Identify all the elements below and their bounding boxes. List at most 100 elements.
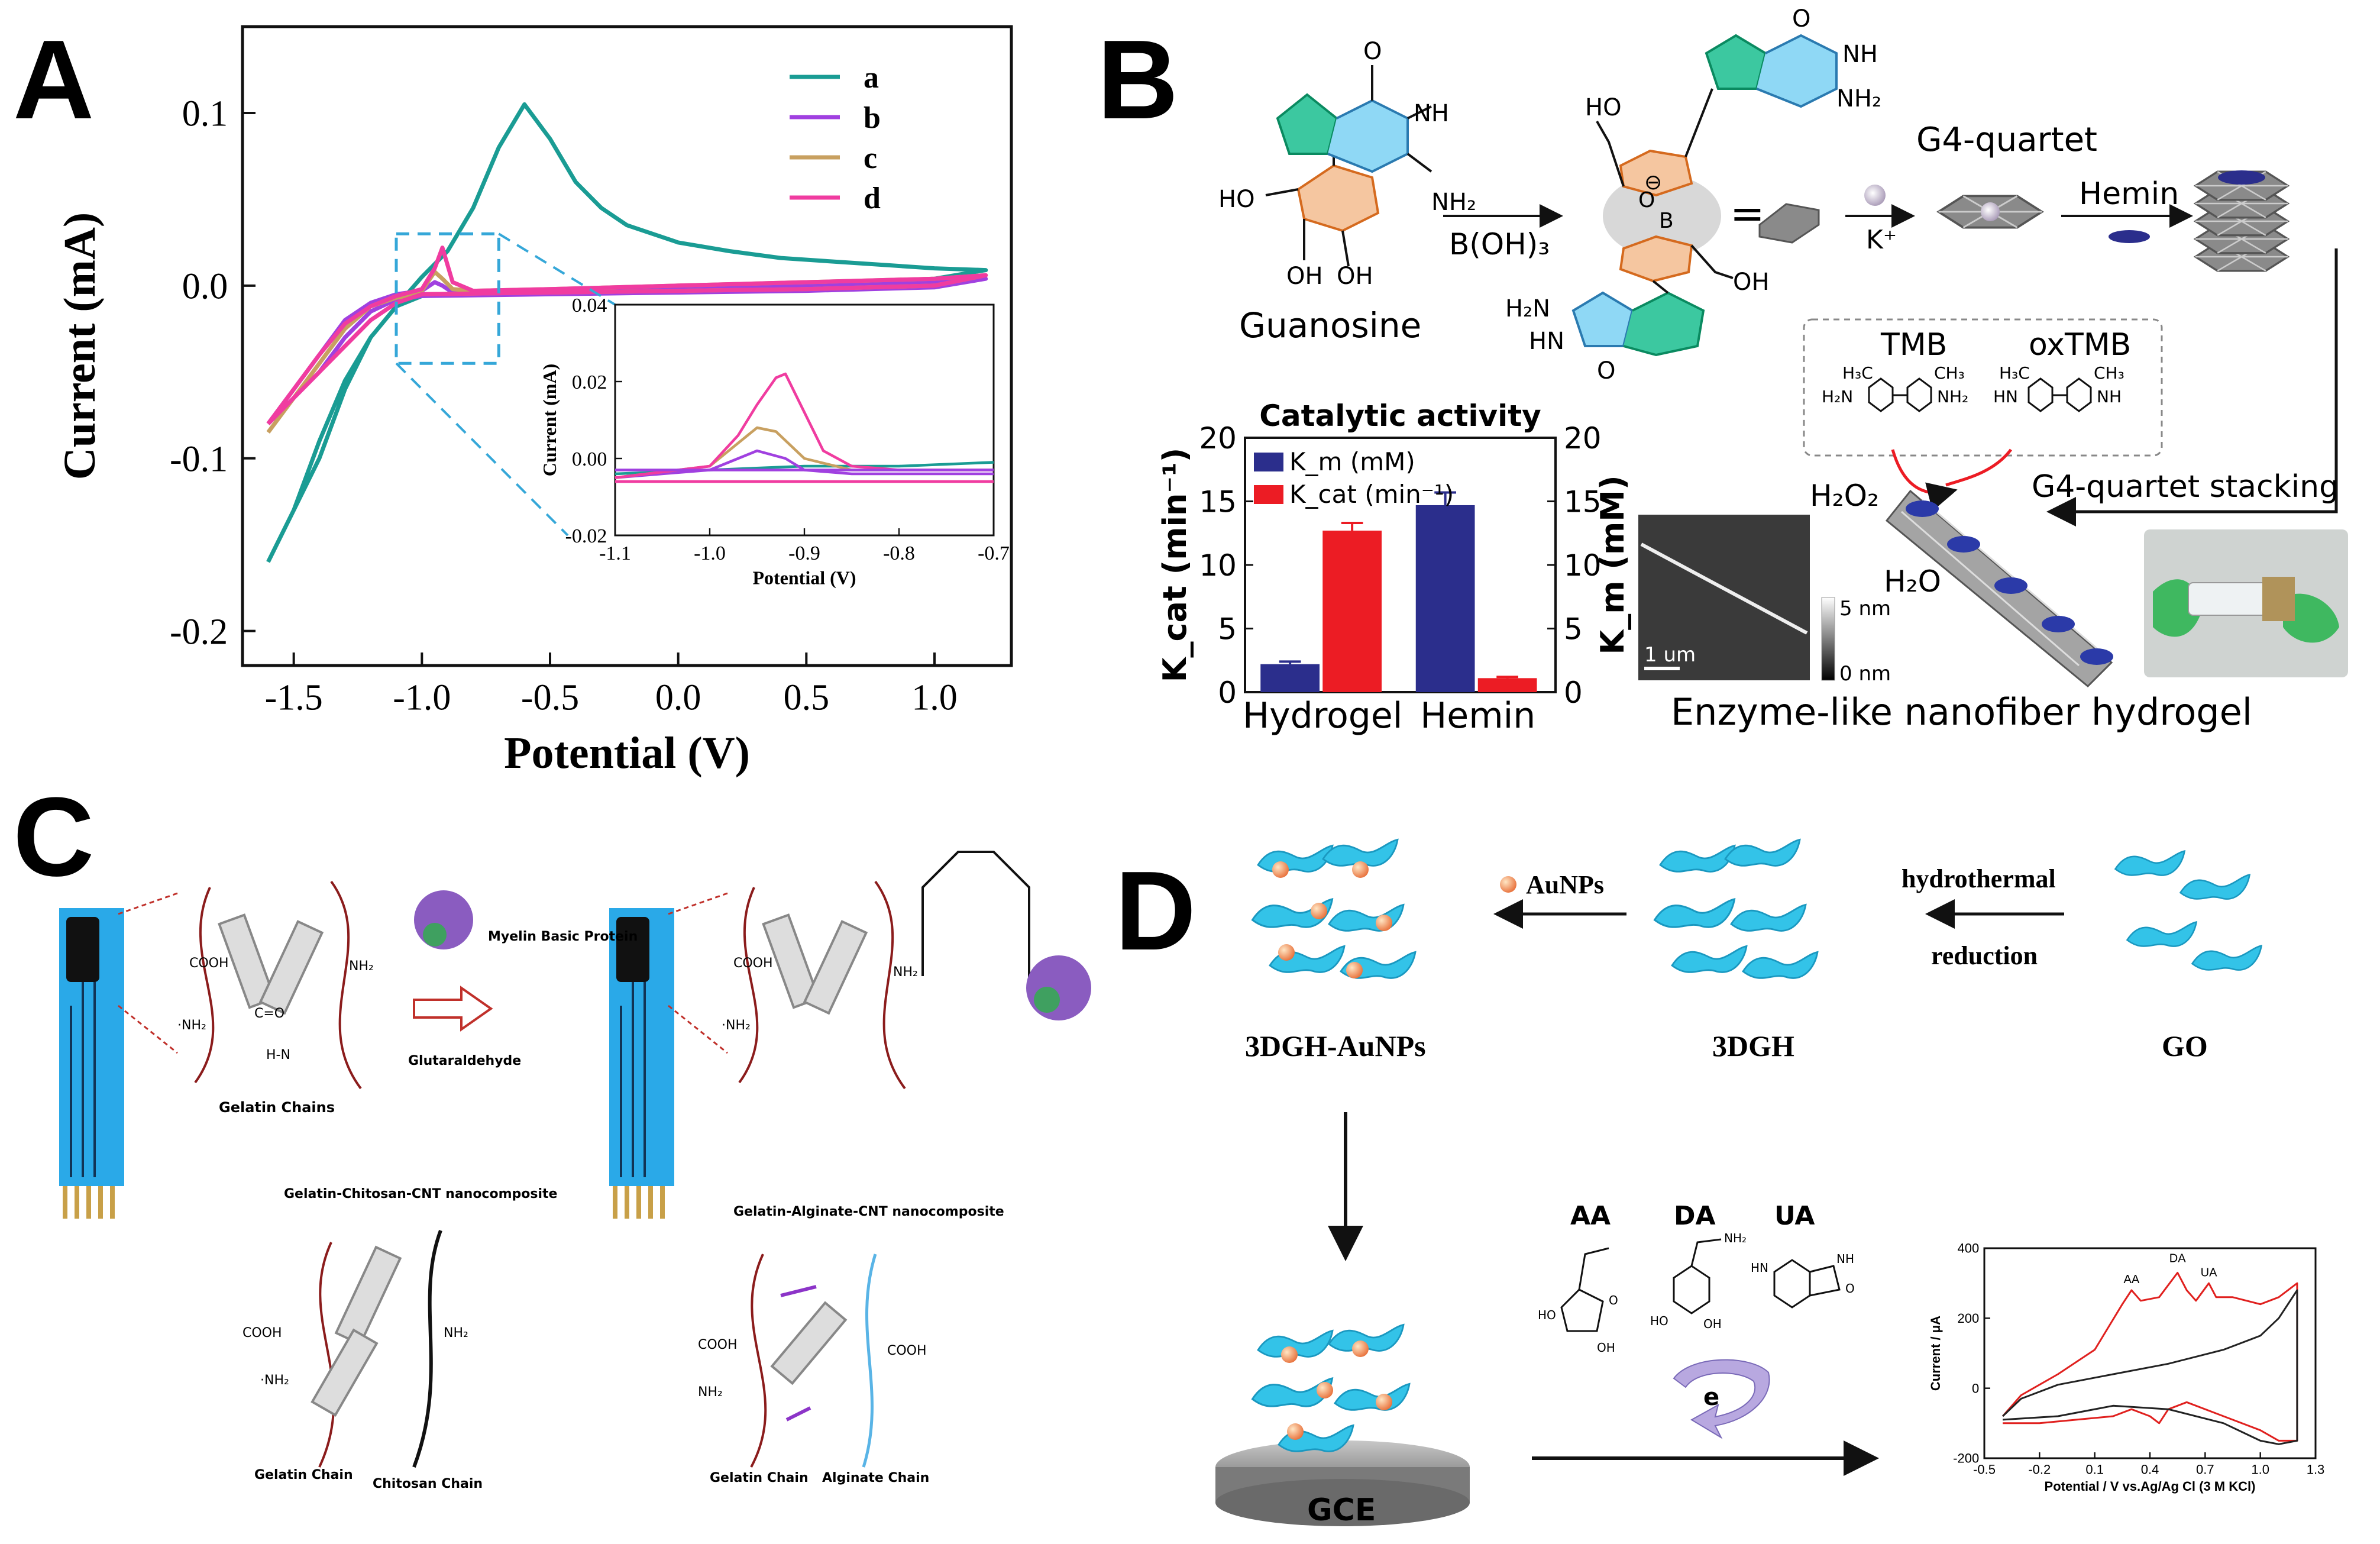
plot-frame [614, 303, 995, 537]
chem-label: NH₂ [698, 1385, 723, 1400]
3dgh-aunps-network [1252, 838, 1417, 979]
chem-label: HO [1650, 1314, 1668, 1328]
panel-b: O NH NH₂ HO OH OH Guanosine B(OH)₃ O NH … [1156, 5, 2348, 737]
chem-label: O [1363, 38, 1382, 65]
chem-label: OH [1733, 269, 1770, 296]
x-tick-label: 0.1 [2085, 1462, 2104, 1477]
x-axis-label: Potential (V) [752, 567, 856, 588]
chem-label: H₂N [1505, 295, 1550, 322]
chem-label: H₃C [1999, 363, 2030, 383]
chem-label: NH₂ [1431, 189, 1476, 216]
y-tick-label: 0.00 [572, 448, 607, 470]
chem-label: CH₃ [1934, 363, 1965, 383]
plot-frame [1244, 437, 1557, 693]
guanosine-label: Guanosine [1239, 305, 1421, 345]
y-axis-label: Current (mA) [55, 212, 105, 480]
y-tick-label: -200 [1953, 1451, 1979, 1466]
panel-d: 3DGH-AuNPs AuNPs 3DGH hydrothermal reduc… [1215, 838, 2324, 1528]
h2o-label: H₂O [1884, 564, 1941, 599]
y-tick-label: 0.04 [572, 295, 607, 316]
legend-swatch [1254, 485, 1283, 504]
x-tick-label: 0.5 [784, 677, 830, 718]
chem-label: ⊖ [1644, 170, 1662, 195]
legend-label-d: d [864, 182, 881, 215]
x-tick-label: -1.1 [599, 542, 631, 564]
x-tick-label: -0.7 [978, 542, 1010, 564]
aunps-label: AuNPs [1526, 870, 1604, 899]
height-min-label: 0 nm [1839, 662, 1891, 686]
legend-label-c: c [864, 141, 877, 175]
gce-label: GCE [1307, 1493, 1376, 1528]
chitosan-chain-label: Chitosan Chain [373, 1477, 483, 1491]
chem-label: NH₂ [1937, 387, 1968, 406]
chem-label: NH [1414, 100, 1449, 127]
g4-quartet-label: G4-quartet [1916, 121, 2097, 159]
chem-label: H-N [266, 1048, 290, 1062]
afm-image [1638, 515, 1810, 680]
y-tick-label: -0.1 [170, 439, 228, 479]
gelatin-network-1 [194, 880, 362, 1090]
y-tick-label-right: 15 [1564, 485, 1602, 519]
aa-label: AA [1570, 1201, 1611, 1231]
da-label: DA [1674, 1201, 1716, 1231]
chem-label: OH [1703, 1317, 1722, 1331]
gelatin-chitosan-network [311, 1229, 442, 1468]
legend-label: K_m (mM) [1289, 447, 1415, 476]
y-tick-label: 0.1 [182, 94, 228, 134]
zoom-region-box [394, 232, 500, 365]
borate-complex [1571, 34, 1838, 357]
inset-connector [395, 362, 569, 537]
chem-label: COOH [733, 956, 773, 971]
panel-c: COOH NH₂ ·NH₂ C=O H-N Gelatin Chains Mye… [59, 851, 1091, 1491]
chem-label: HO [1218, 186, 1255, 213]
gac-title: Gelatin-Alginate-CNT nanocomposite [733, 1204, 1004, 1219]
guanosine-structure [1265, 65, 1432, 267]
x-tick-label: -0.2 [2028, 1462, 2051, 1477]
gce-electrode [1215, 1323, 1470, 1526]
x-tick-label: 0.7 [2196, 1462, 2214, 1477]
y-tick-label: 0.02 [572, 372, 607, 393]
legend-label-b: b [864, 101, 881, 135]
chart-title: Catalytic activity [1259, 399, 1541, 433]
y-tick-label: 0.0 [182, 267, 228, 307]
peak-label: UA [2201, 1266, 2217, 1279]
reagent-label: B(OH)₃ [1449, 227, 1550, 261]
ua-label: UA [1774, 1201, 1815, 1231]
chem-label: COOH [189, 956, 229, 971]
y-axis-label: Current (mA) [539, 364, 560, 476]
nanofiber-icon [1885, 489, 2113, 688]
x-tick-label: -0.5 [521, 677, 579, 718]
alginate-chain-label: Alginate Chain [822, 1471, 929, 1485]
chem-label: NH₂ [893, 965, 918, 980]
legend-label-a: a [864, 61, 879, 95]
y-axis-label: Current / μA [1928, 1316, 1943, 1391]
y-tick-label-right: 0 [1564, 676, 1583, 710]
y-tick-label: -0.02 [565, 525, 607, 547]
oxtmb-label: oxTMB [2029, 327, 2131, 363]
x-tick-label: 1.0 [911, 677, 958, 718]
panel-letter-d: D [1115, 848, 1196, 974]
reduction-label: reduction [1931, 941, 2038, 970]
chem-label: H₃C [1842, 363, 1873, 383]
panel-letter-b: B [1097, 17, 1178, 143]
inset-connector [498, 232, 616, 306]
chem-label: HO [1538, 1308, 1556, 1322]
peak-label: AA [2124, 1273, 2140, 1286]
x-axis-label: Potential / V vs.Ag/Ag Cl (3 M KCl) [2045, 1479, 2256, 1494]
scale-bar-label: 1 um [1644, 643, 1696, 667]
bar-Hemin-1 [1477, 678, 1537, 692]
chem-label: C=O [254, 1006, 284, 1021]
y-tick-label: 400 [1957, 1241, 1979, 1256]
peak-label: DA [2169, 1252, 2186, 1265]
gelatin-chain-label: Gelatin Chain [254, 1468, 353, 1482]
x-tick-label: -1.0 [393, 677, 451, 718]
myelin-label: Myelin Basic Protein [488, 929, 638, 944]
x-axis-label: Potential (V) [504, 728, 750, 778]
height-max-label: 5 nm [1839, 597, 1891, 621]
x-tick-label: 0.0 [655, 677, 701, 718]
gelatin-chains-label: Gelatin Chains [219, 1099, 335, 1116]
series-line-b [266, 276, 988, 425]
chem-label: NH₂ [1724, 1231, 1747, 1245]
